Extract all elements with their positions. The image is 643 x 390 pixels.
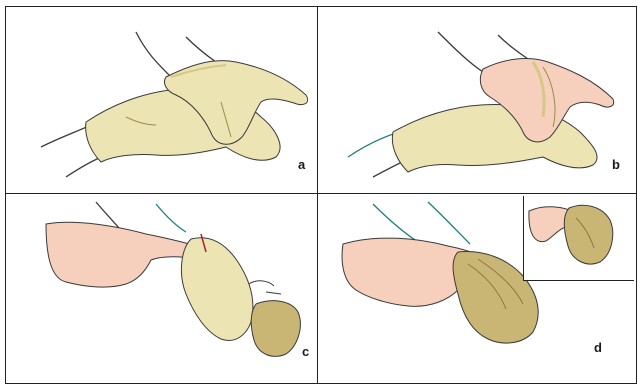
panel-d: d xyxy=(318,194,636,383)
panel-a: a xyxy=(6,7,317,193)
inset-illustration xyxy=(524,196,634,280)
panel-b-illustration xyxy=(318,7,636,193)
panel-c-illustration xyxy=(6,194,317,383)
panel-c-label: c xyxy=(302,344,309,359)
panel-d-label: d xyxy=(594,340,602,355)
inset-box xyxy=(523,196,634,281)
panel-b: b xyxy=(318,7,636,193)
panel-c: c xyxy=(6,194,317,383)
panel-a-illustration xyxy=(6,7,317,193)
panel-b-label: b xyxy=(612,157,620,172)
panel-a-label: a xyxy=(298,157,305,172)
